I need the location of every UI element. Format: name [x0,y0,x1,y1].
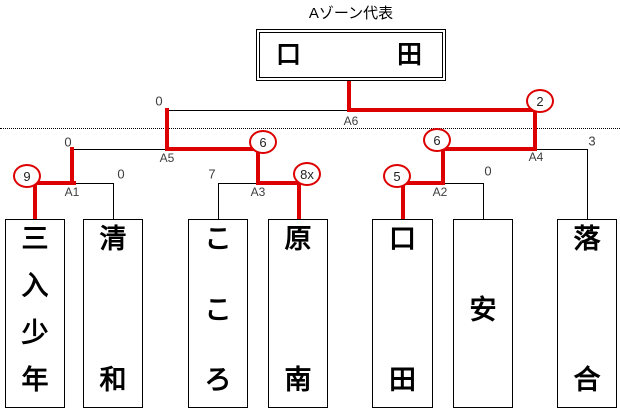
winner-path-a4-bridge [441,147,537,151]
team-name-char: ろ [204,365,232,395]
score-a1-loser: 0 [117,166,125,182]
match-label-a3: A3 [250,185,266,199]
winner-path-a1-riser [70,147,74,185]
match-label-a5: A5 [159,151,175,165]
connector-ochiai-vertical [587,149,588,219]
team-box-seiwa: 清 和 [83,219,143,408]
team-name-char: こ [204,294,232,325]
champion-box: 口 田 [256,29,446,81]
connector-yasu-vertical [483,183,484,219]
team-box-yasu: 安 [453,219,513,408]
connector-kokoro-vertical [218,183,219,219]
score-a4-winner: 6 [423,128,451,152]
score-a1-winner: 9 [13,164,41,188]
team-name-char: 田 [389,365,416,395]
winner-path-champion-riser [347,81,351,112]
team-name-char: 入 [21,271,49,301]
winner-path-a6-bridge [347,108,537,112]
winner-path-a3-bridge [256,181,301,185]
champion-box-inner: 口 田 [259,32,443,78]
match-label-a4: A4 [528,150,544,164]
match-label-a1: A1 [64,185,80,199]
winner-path-a2-bridge [401,181,445,185]
team-name-char: 合 [573,365,601,395]
score-a5-loser: 0 [64,134,72,150]
score-a6-winner: 2 [526,89,554,113]
winner-path-a5-bridge [165,147,260,151]
champion-name-second-char: 田 [396,40,422,69]
team-name-char: 南 [284,365,312,395]
team-name-char: こ [204,224,232,254]
team-name-char: 三 [21,224,49,254]
team-name-char: 安 [469,294,497,325]
team-box-kokoro: こ こ ろ [188,219,248,408]
team-name-char: 口 [389,224,416,254]
team-box-miiri-shonen: 三 入 少 年 [5,219,65,408]
team-box-kuchita: 口 田 [372,219,433,408]
qualifier-dotted-line [0,128,620,129]
winner-path-miiri-vertical [33,181,37,219]
team-box-haranan: 原 南 [268,219,328,408]
tournament-title: Aゾーン代表 [308,5,394,22]
team-name-char: 清 [99,224,127,254]
team-name-char: 少 [21,318,49,348]
winner-path-kuchita-vertical [401,181,405,219]
connector-a6-bridge-left [167,110,349,111]
champion-name-first-char: 口 [276,40,302,69]
connector-a3-bridge-left [218,183,258,184]
winner-path-a5-riser [165,108,169,151]
winner-path-a4-riser [533,108,537,151]
team-box-ochiai: 落 合 [557,219,617,408]
score-a2-winner: 5 [383,164,411,188]
score-a4-loser: 3 [588,133,596,149]
score-a6-loser: 0 [155,93,163,109]
connector-seiwa-vertical [113,183,114,219]
score-a3-loser: 7 [208,166,216,182]
connector-a5-bridge-left [72,149,167,150]
winner-path-a3-riser [256,147,260,185]
winner-path-a2-riser [441,147,445,185]
winner-path-a1-bridge [33,181,76,185]
connector-a2-bridge-right [443,183,483,184]
match-label-a2: A2 [432,185,448,199]
score-a5-winner: 6 [249,130,277,154]
connector-a4-bridge-right [535,149,587,150]
score-a2-loser: 0 [484,163,492,179]
team-name-char: 落 [573,224,601,254]
score-a3-winner: 8x [293,162,321,186]
team-name-char: 原 [284,224,312,254]
team-name-char: 年 [21,365,49,395]
match-label-a6: A6 [343,114,359,128]
team-name-char: 和 [99,365,127,395]
connector-a1-bridge-right [74,183,113,184]
winner-path-haranan-vertical [297,181,301,219]
